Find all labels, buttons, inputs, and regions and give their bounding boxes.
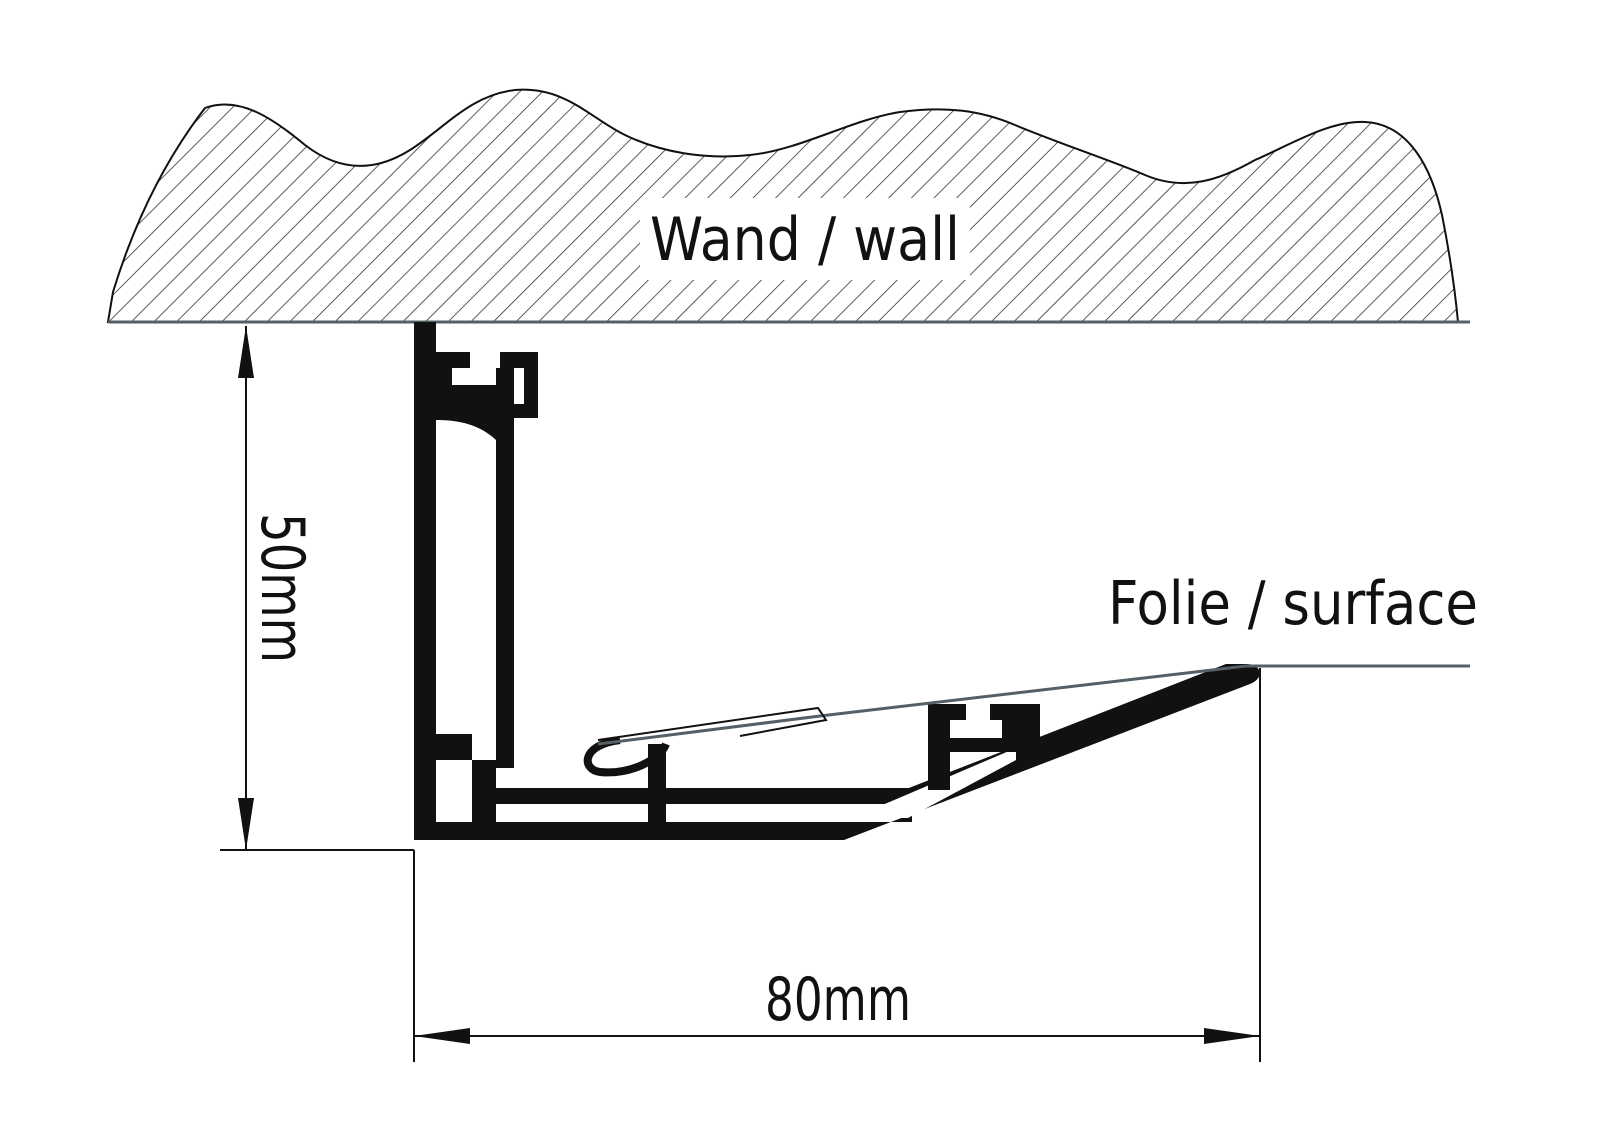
profile-bottom-plate <box>414 822 844 840</box>
profile-inner-web <box>496 418 514 768</box>
profile-top-groove-slot <box>514 368 524 404</box>
profile-top-groove <box>436 352 538 440</box>
height-dimension-label: 50mm <box>247 513 317 663</box>
height-arrow-top <box>238 326 254 378</box>
profile-vertical-leg <box>414 322 472 840</box>
wall-label: Wand / wall <box>650 205 960 275</box>
width-arrow-left <box>414 1028 470 1044</box>
width-dimension-label: 80mm <box>765 965 911 1035</box>
foil-clip-holder <box>648 744 666 760</box>
profile-bottom-chamber-left <box>472 760 496 822</box>
wall-label-background <box>640 198 970 280</box>
height-arrow-bottom <box>238 798 254 850</box>
foil-inner-line <box>597 706 828 741</box>
profile-right-groove <box>928 704 1040 790</box>
profile-bottom-inner-plate <box>472 788 912 804</box>
width-arrow-right <box>1204 1028 1260 1044</box>
foil-surface-line <box>597 664 1470 746</box>
surface-label: Folie / surface <box>1108 569 1478 639</box>
